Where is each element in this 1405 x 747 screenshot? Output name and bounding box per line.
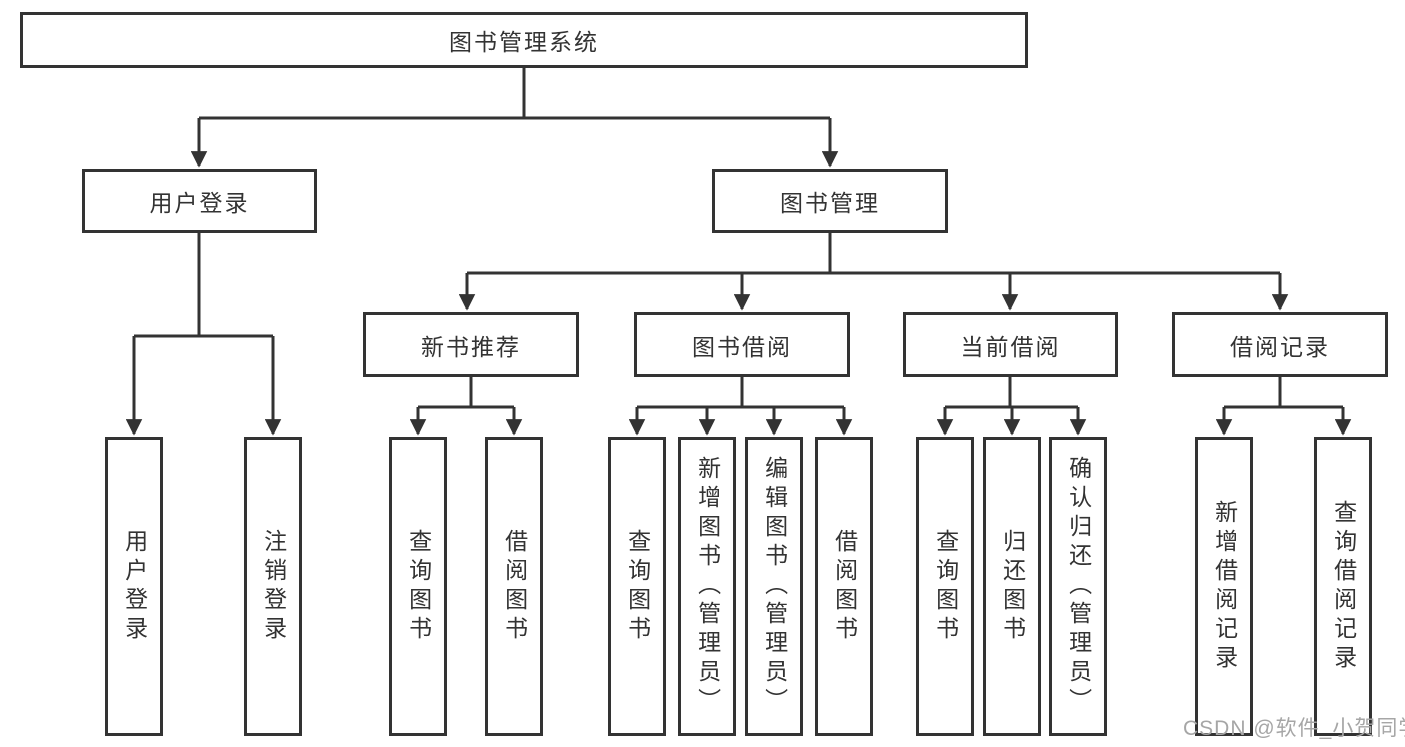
leaf-add-book-admin: 新增图书（管理员）: [678, 437, 736, 736]
csdn-watermark: CSDN @软件_小贺同学: [1183, 717, 1405, 740]
leaf-borrow-books: 借阅图书: [485, 437, 543, 736]
leaf-query-books: 查询图书: [916, 437, 974, 736]
node-borrow-records: 借阅记录: [1172, 312, 1388, 377]
leaf-label: 归还图书: [999, 528, 1026, 645]
leaf-label: 新增借阅记录: [1211, 499, 1238, 674]
node-new-book-recommend: 新书推荐: [363, 312, 579, 377]
leaf-edit-book-admin: 编辑图书（管理员）: [745, 437, 803, 736]
leaf-query-borrow-record: 查询借阅记录: [1314, 437, 1372, 736]
leaf-add-borrow-record: 新增借阅记录: [1195, 437, 1253, 736]
node-label: 图书借阅: [692, 333, 792, 360]
leaf-label: 查询图书: [932, 528, 959, 645]
leaf-logout: 注销登录: [244, 437, 302, 736]
leaf-label: 查询借阅记录: [1330, 499, 1357, 674]
leaf-label: 编辑图书（管理员）: [761, 456, 788, 717]
node-label: 借阅记录: [1230, 333, 1330, 360]
leaf-query-books: 查询图书: [608, 437, 666, 736]
leaf-label: 借阅图书: [501, 528, 528, 645]
leaf-label: 用户登录: [121, 528, 148, 645]
node-book-borrow: 图书借阅: [634, 312, 850, 377]
leaf-label: 新增图书（管理员）: [694, 456, 721, 717]
node-label: 新书推荐: [421, 333, 521, 360]
node-book-management: 图书管理: [712, 169, 948, 233]
node-library-management-system: 图书管理系统: [20, 12, 1028, 68]
leaf-label: 查询图书: [405, 528, 432, 645]
leaf-confirm-return-admin: 确认归还（管理员）: [1049, 437, 1107, 736]
leaf-query-books: 查询图书: [389, 437, 447, 736]
leaf-label: 确认归还（管理员）: [1065, 456, 1092, 717]
node-label: 当前借阅: [960, 333, 1061, 360]
node-label: 用户登录: [149, 190, 250, 216]
leaf-return-books: 归还图书: [983, 437, 1041, 736]
leaf-user-login: 用户登录: [105, 437, 163, 736]
node-user-login: 用户登录: [82, 169, 317, 233]
leaf-label: 借阅图书: [831, 528, 858, 645]
leaf-label: 查询图书: [624, 528, 651, 645]
leaf-label: 注销登录: [260, 528, 287, 645]
node-current-borrow: 当前借阅: [903, 312, 1118, 377]
leaf-borrow-books: 借阅图书: [815, 437, 873, 736]
node-label: 图书管理: [780, 190, 880, 216]
node-label: 图书管理系统: [449, 29, 599, 55]
